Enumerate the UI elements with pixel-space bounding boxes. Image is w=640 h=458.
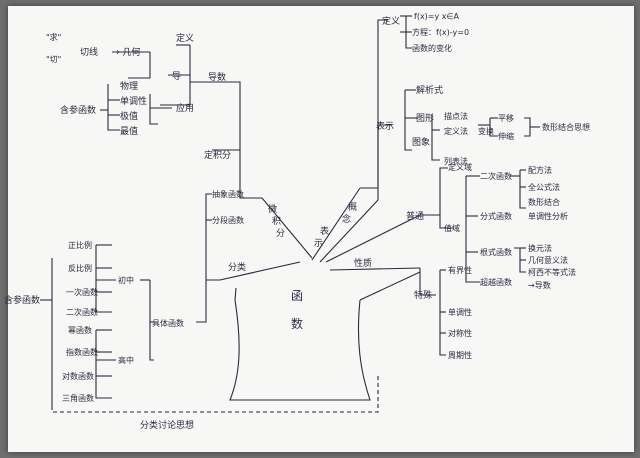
zhengbili: 正比例 <box>68 240 92 250</box>
yingyong: 应用 <box>176 102 194 114</box>
zhiyu: 值域 <box>444 223 460 233</box>
chuzhong: 初中 <box>118 275 134 285</box>
chaoyue-daoshu: →导数 <box>528 280 551 290</box>
shuxing-thought: 数形结合思想 <box>542 122 590 132</box>
shensuo: 伸缩 <box>498 131 514 141</box>
bianhuan: 变换 <box>478 126 494 136</box>
dingyi: 定义 <box>176 32 194 44</box>
teshu: 特殊 <box>414 289 432 301</box>
dandiao-fenxi: 单调性分析 <box>528 211 568 221</box>
jizhi: 极值 <box>120 110 138 122</box>
mi: 幂函数 <box>68 325 92 335</box>
peifangfa: 配方法 <box>528 165 552 175</box>
liebiaofa: 列表法 <box>444 156 468 166</box>
representation-branch: 表示 解析式 图形 图象 描点法 定义法 列表法 变换 平移 伸缩 数形结合思想 <box>376 84 590 200</box>
fenlei-taolun: 分类讨论思想 <box>140 419 194 431</box>
zuizhi: 最值 <box>120 125 138 137</box>
miaodianfa: 描点法 <box>444 111 468 121</box>
duichen: 对称性 <box>448 328 472 338</box>
dandiao: 单调性 <box>448 307 472 317</box>
hancan-class: 含参函数 <box>4 294 40 306</box>
qiexian-jihe: → 几何 <box>112 46 140 58</box>
classification-branch: 抽象函数 分段函数 具体函数 初中 高中 正比例 反比例 一次函数 二次函数 幂… <box>4 189 379 431</box>
pingyi: 平移 <box>498 113 514 123</box>
formula-2: 方程：f(x)-y=0 <box>412 27 469 37</box>
qiexian: 切线 <box>80 46 98 58</box>
function-change: 函数的变化 <box>412 43 452 53</box>
dandiaoxing: 单调性 <box>120 95 147 107</box>
concept-branch: 定义 f(x)=y x∈A 方程：f(x)-y=0 函数的变化 <box>360 12 469 189</box>
kexi-budengshi: 柯西不等式法 <box>528 267 576 277</box>
youjie: 有界性 <box>448 265 472 275</box>
properties-branch: 普通 定义域 值域 二次函数 配方法 全公式法 数形结合 单调性分析 分式函数 … <box>406 162 576 360</box>
center-char-1: 函 <box>291 289 303 303</box>
gaozhong: 高中 <box>118 355 134 365</box>
sanjiao: 三角函数 <box>62 393 94 403</box>
hancan-calc: 含参函数 <box>60 104 96 116</box>
genshi: 根式函数 <box>480 247 512 257</box>
paper-sheet <box>8 6 634 452</box>
quote-qie: "切" <box>46 55 61 64</box>
zhishu: 指数函数 <box>66 347 98 357</box>
yici: 一次函数 <box>66 287 98 297</box>
dingyifa: 定义法 <box>444 126 468 136</box>
tuxing: 图形 <box>416 112 434 124</box>
label-xingzhi: 性质 <box>354 257 372 269</box>
biaoshi: 表示 <box>376 120 394 132</box>
dao: 导 <box>172 71 181 82</box>
label-fen: 分 <box>276 228 285 239</box>
jiexishi: 解析式 <box>416 84 443 96</box>
wuli: 物理 <box>120 80 138 92</box>
chouxiang: 抽象函数 <box>212 189 244 199</box>
erci-range: 二次函数 <box>480 171 512 181</box>
dingyiyu: 定义域 <box>448 162 472 172</box>
trunk <box>219 187 421 401</box>
tuxiang: 图象 <box>412 136 430 148</box>
label-gai: 概 <box>348 201 357 213</box>
branch-labels: 微 积 分 概 念 表 示 分类 性质 <box>228 201 372 273</box>
jihe-yiyi: 几何意义法 <box>528 255 568 265</box>
zhouqi: 周期性 <box>448 350 472 360</box>
label-wei: 微 <box>268 203 277 215</box>
calculus-branch: "求" "切" 切线 → 几何 定义 导 导数 物理 单调性 极值 最值 含参函… <box>46 32 262 199</box>
label-nian: 念 <box>342 213 351 225</box>
concept-dingyi: 定义 <box>382 15 400 27</box>
fanbili: 反比例 <box>68 263 92 273</box>
label-biao: 表 <box>320 225 329 237</box>
label-fenlei: 分类 <box>228 261 246 273</box>
juti: 具体函数 <box>152 318 184 328</box>
shuxing-range: 数形结合 <box>528 197 560 207</box>
center-title: 函 数 <box>291 289 303 331</box>
label-shi: 示 <box>314 239 323 249</box>
jiaoshifa: 全公式法 <box>528 182 560 192</box>
daoshu: 导数 <box>208 71 226 83</box>
duishu: 对数函数 <box>62 371 94 381</box>
fenshi: 分式函数 <box>480 211 512 221</box>
fenduan: 分段函数 <box>212 215 244 225</box>
formula-1: f(x)=y x∈A <box>414 12 459 21</box>
dingjifen: 定积分 <box>204 149 231 161</box>
putong: 普通 <box>406 210 424 222</box>
huanyuanfa: 换元法 <box>528 243 552 253</box>
chaoyue: 超越函数 <box>480 277 512 287</box>
center-char-2: 数 <box>291 316 303 331</box>
erci-class: 二次函数 <box>66 307 98 317</box>
label-ji: 积 <box>272 215 281 227</box>
quote-qiu: "求" <box>46 32 61 42</box>
